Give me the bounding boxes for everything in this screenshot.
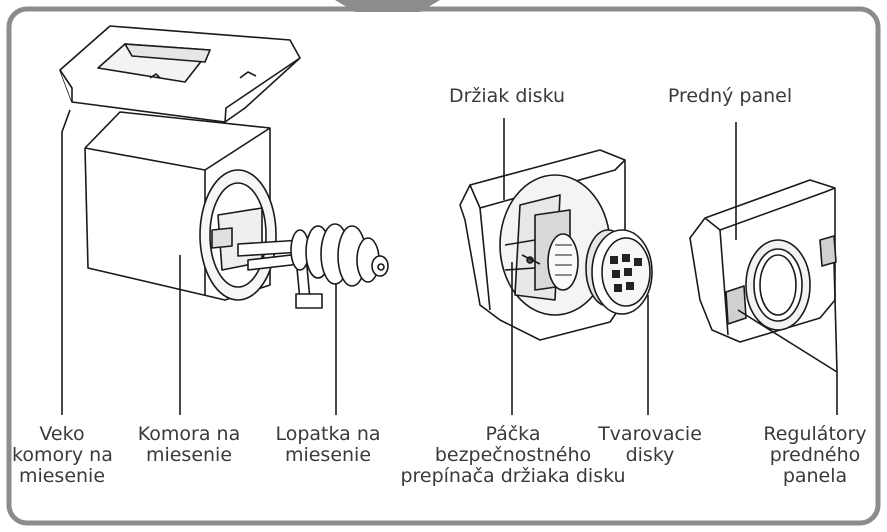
label-lever: Páčka bezpečnostného prepínača držiaka d… bbox=[358, 424, 668, 487]
label-lever-line3: prepínača držiaka disku bbox=[400, 465, 626, 487]
label-chamber-line2: miesenie bbox=[145, 444, 233, 466]
label-regulators-line2: predného bbox=[769, 444, 861, 466]
label-paddle-line1: Lopatka na bbox=[275, 423, 381, 445]
label-disc-holder: Držiak disku bbox=[448, 85, 566, 107]
leader-lid bbox=[61, 109, 71, 415]
frame-tab bbox=[335, 0, 440, 12]
label-lever-line2: bezpečnostného bbox=[434, 444, 592, 466]
disc-holder bbox=[459, 149, 626, 341]
label-lid-line1: Veko bbox=[39, 423, 85, 445]
shaping-disc bbox=[585, 229, 653, 315]
frame-border bbox=[6, 6, 881, 526]
label-paddle-line2: miesenie bbox=[284, 444, 372, 466]
label-discs-line1: Tvarovacie bbox=[598, 423, 702, 445]
label-lid-line3: miesenie bbox=[18, 465, 106, 487]
label-discs: Tvarovacie disky bbox=[590, 424, 710, 466]
label-chamber-line1: Komora na bbox=[137, 423, 241, 445]
label-lever-line1: Páčka bbox=[485, 423, 541, 445]
label-lid: Veko komory na miesenie bbox=[12, 423, 113, 487]
kneading-paddle bbox=[237, 223, 389, 309]
label-regulators-line1: Regulátory bbox=[763, 423, 867, 445]
label-discs-line2: disky bbox=[625, 444, 675, 466]
front-panel bbox=[689, 179, 837, 343]
leader-regulators bbox=[737, 261, 838, 415]
label-chamber: Komora na miesenie bbox=[130, 424, 248, 466]
label-paddle: Lopatka na miesenie bbox=[258, 424, 398, 466]
label-lid-line2: komory na bbox=[12, 444, 113, 466]
label-regulators-line3: panela bbox=[782, 465, 848, 487]
label-regulators: Regulátory predného panela bbox=[752, 424, 878, 487]
label-front-panel: Predný panel bbox=[667, 85, 793, 107]
kneading-chamber-lid bbox=[59, 25, 301, 123]
